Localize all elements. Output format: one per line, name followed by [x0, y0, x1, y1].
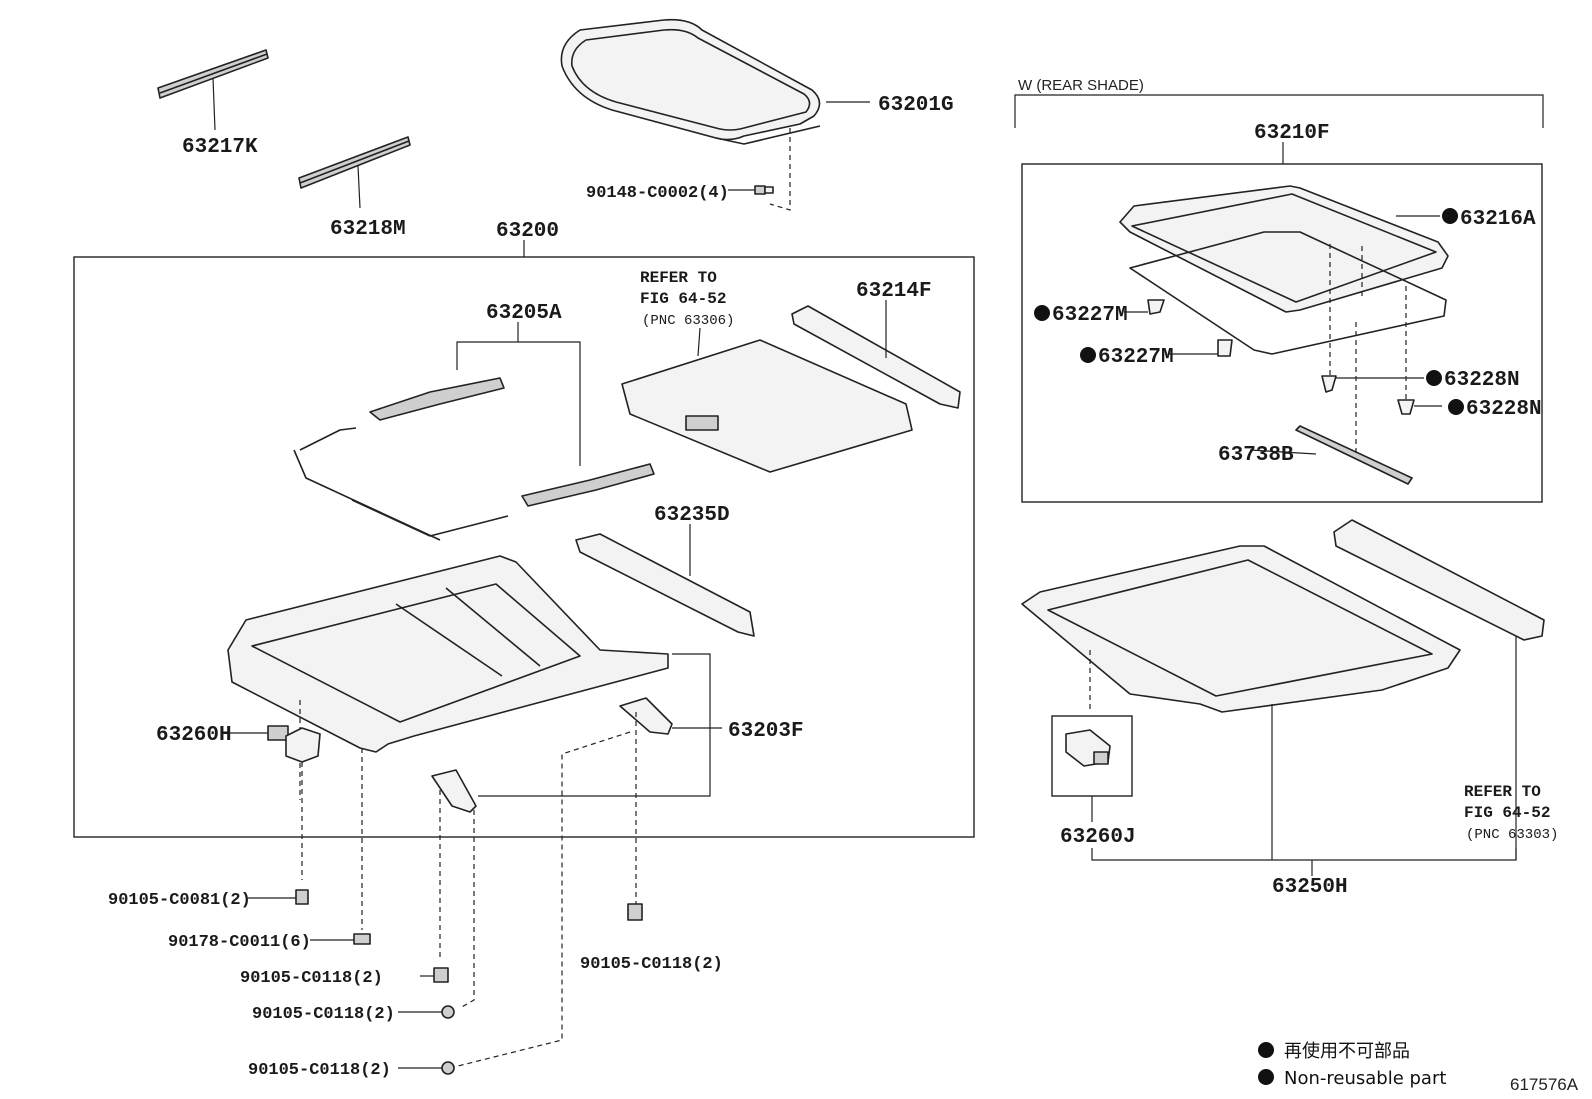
part-63235D-drawing [575, 524, 755, 637]
label-63228N-b: 63228N [1466, 398, 1542, 421]
label-63738B: 63738B [1218, 444, 1294, 467]
part-63218M-drawing [298, 136, 411, 209]
ref-63303-line1: REFER TO [1464, 783, 1541, 801]
nonreusable-dot-63227M-b [1080, 347, 1096, 363]
ref-63303-line2: FIG 64-52 [1464, 804, 1550, 822]
label-63228N-a: 63228N [1444, 369, 1520, 392]
label-90105-C0118-a: 90105-C0118(2) [240, 969, 383, 988]
fasteners-drawing [248, 889, 643, 1075]
label-63216A: 63216A [1460, 208, 1536, 231]
label-63214F: 63214F [856, 280, 932, 303]
label-63260J: 63260J [1060, 826, 1136, 849]
legend-en: Non-reusable part [1284, 1068, 1446, 1089]
label-90178-C0011: 90178-C0011(6) [168, 933, 311, 952]
label-63250H: 63250H [1272, 876, 1348, 899]
label-63218M: 63218M [330, 218, 406, 241]
rear-frame-drawing [1021, 545, 1461, 860]
part-63227M-clips [1124, 299, 1233, 357]
ref-63306-line2: FIG 64-52 [640, 290, 726, 308]
part-63214F-drawing [791, 300, 961, 409]
main-frame-drawing [227, 555, 669, 930]
label-63235D: 63235D [654, 504, 730, 527]
part-63205A-rails [293, 322, 655, 541]
part-63201G-glass [560, 18, 870, 211]
rear-shade-roll-drawing [1333, 519, 1545, 860]
part-63203F-brackets [431, 653, 722, 1069]
label-90105-C0118-d: 90105-C0118(2) [580, 955, 723, 974]
nonreusable-dot-63216A [1442, 208, 1458, 224]
legend-jp: 再使用不可部品 [1284, 1041, 1410, 1062]
assembly-63210F-box [1021, 163, 1543, 503]
label-63200: 63200 [496, 220, 559, 243]
label-90105-C0118-b: 90105-C0118(2) [252, 1005, 395, 1024]
legend-dot-jp [1258, 1042, 1274, 1058]
part-63216A-seal [1119, 185, 1449, 313]
ref-63306-line3: (PNC 63306) [642, 313, 734, 329]
rear-shade-bracket [1014, 94, 1544, 128]
label-90105-C0118-c: 90105-C0118(2) [248, 1061, 391, 1080]
part-63217K-drawing [157, 49, 269, 131]
part-63260H-motor [228, 725, 321, 880]
label-63205A: 63205A [486, 302, 562, 325]
label-63260H: 63260H [156, 724, 232, 747]
label-63210F: 63210F [1254, 122, 1330, 145]
label-63227M-b: 63227M [1098, 346, 1174, 369]
label-63217K: 63217K [182, 136, 258, 159]
rear-shade-label: W (REAR SHADE) [1018, 77, 1144, 94]
label-90148-C0002: 90148-C0002(4) [586, 184, 729, 203]
legend-dot-en [1258, 1069, 1274, 1085]
figure-id: 617576A [1510, 1075, 1579, 1094]
nonreusable-dot-63228N-a [1426, 370, 1442, 386]
bracket-63250H [1091, 848, 1517, 861]
ref-63306-line1: REFER TO [640, 269, 717, 287]
bolt-90148-drawing [728, 185, 774, 195]
part-shade-sheet [1129, 231, 1447, 355]
nonreusable-dot-63228N-b [1448, 399, 1464, 415]
part-63738B-drawing [1249, 322, 1413, 485]
label-90105-C0081: 90105-C0081(2) [108, 891, 251, 910]
part-63260J-motor [1065, 729, 1111, 822]
ref-63303-line3: (PNC 63303) [1466, 827, 1558, 843]
label-63201G: 63201G [878, 94, 954, 117]
label-63227M-a: 63227M [1052, 304, 1128, 327]
label-63203F: 63203F [728, 720, 804, 743]
ref-panel-63306-drawing [621, 327, 913, 473]
part-63228N-clips [1321, 244, 1442, 415]
nonreusable-dot-63227M-a [1034, 305, 1050, 321]
